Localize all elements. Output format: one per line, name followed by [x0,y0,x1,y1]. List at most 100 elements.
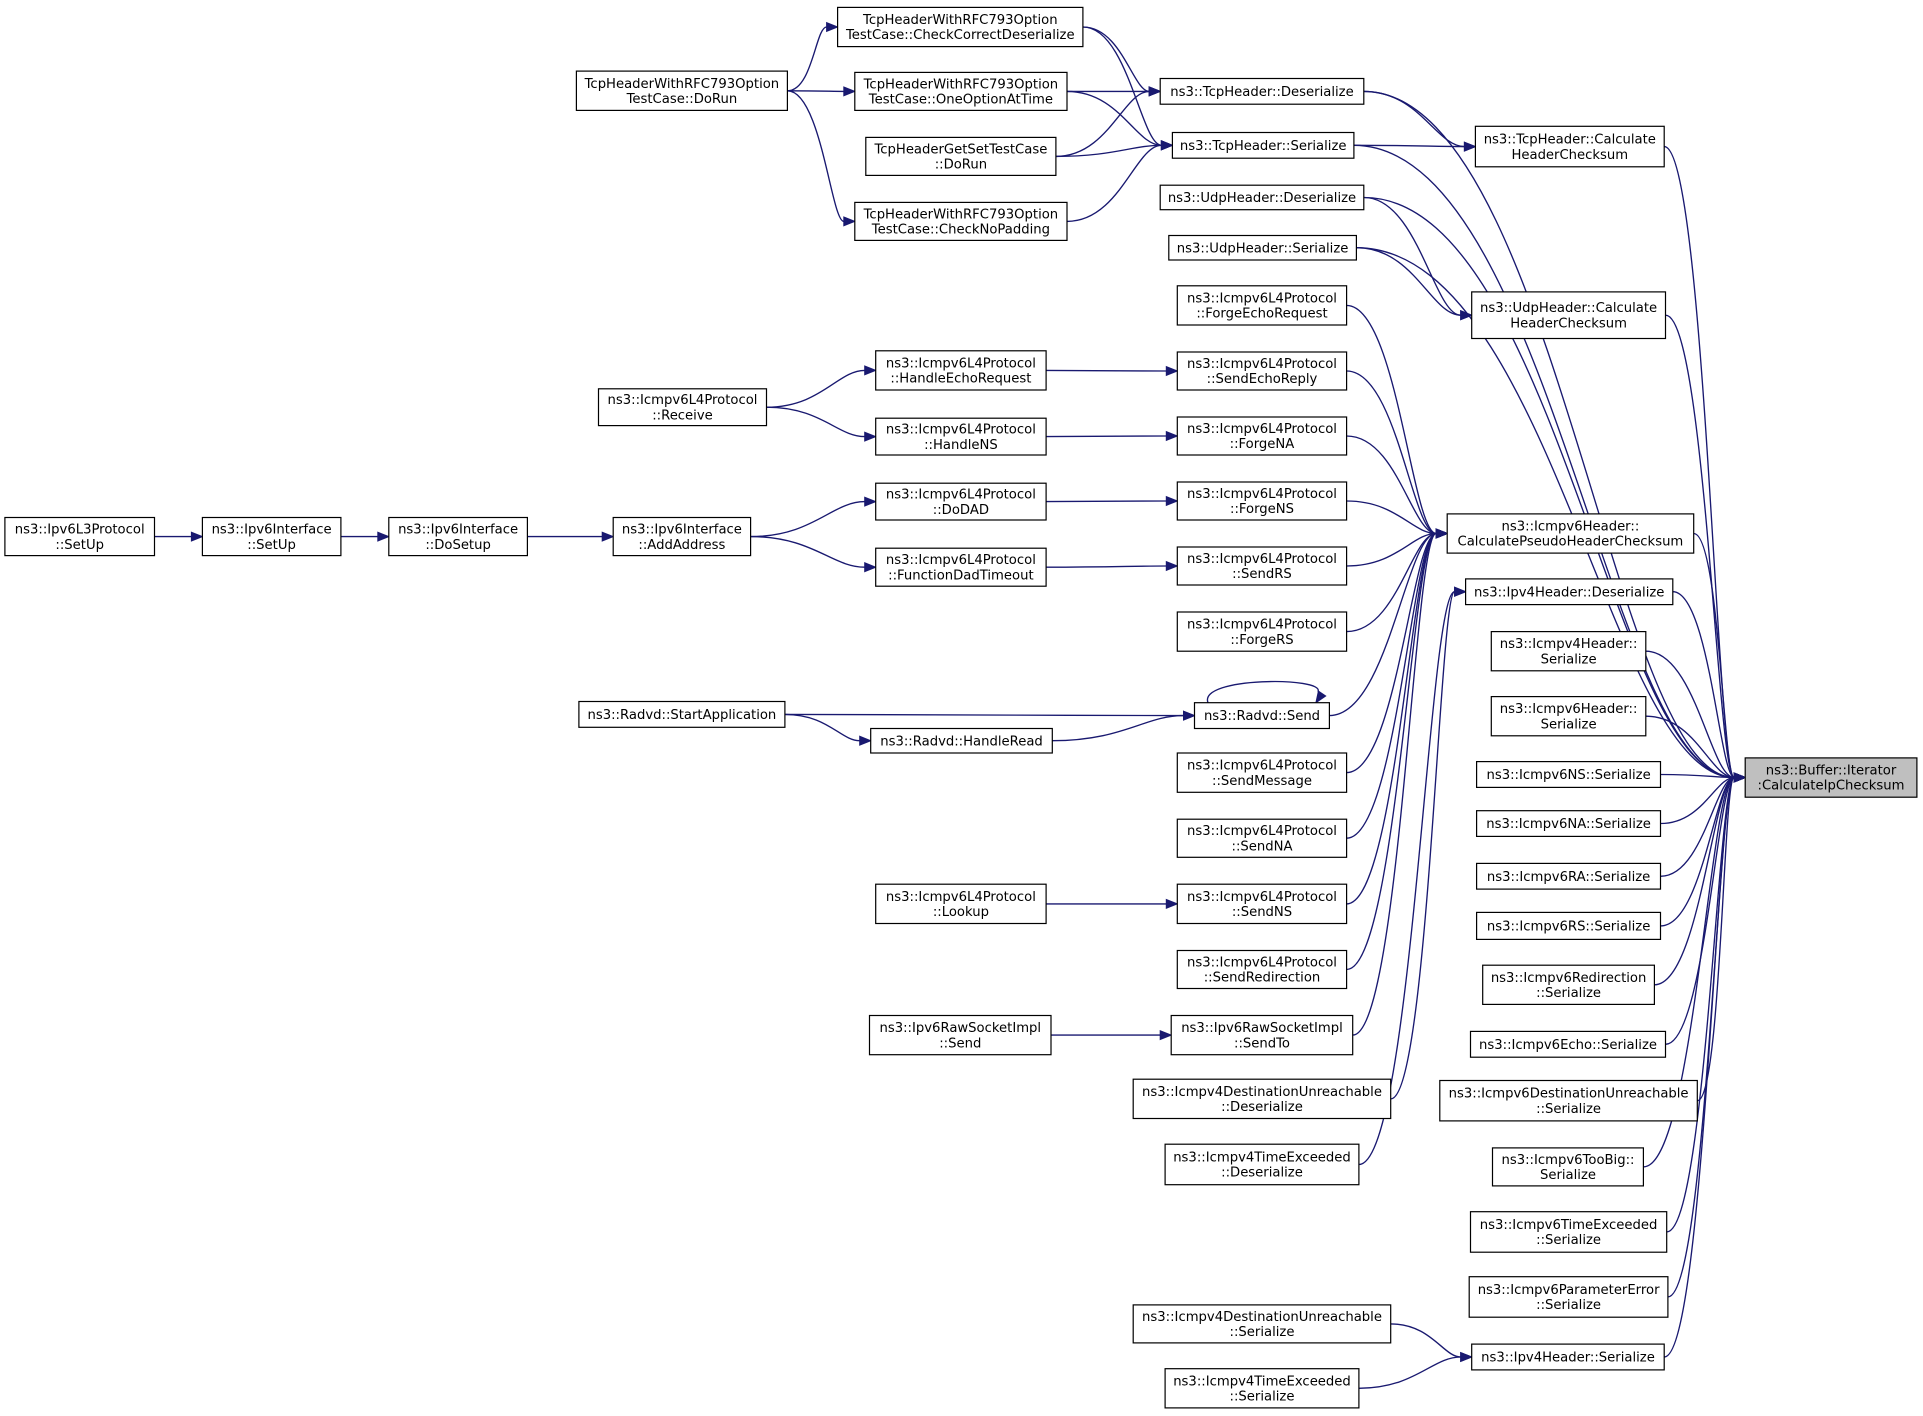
node-radvd-start[interactable]: ns3::Radvd::StartApplication [578,700,786,728]
node-l3-setup[interactable]: ns3::Ipv6L3Protocol::SetUp [4,516,156,557]
node-label: ns3::Radvd::StartApplication [588,708,777,723]
node-box [875,883,1047,925]
edge-udp-deser-to-udp-calc [1363,196,1474,321]
node-send-echo[interactable]: ns3::Icmpv6L4Protocol::SendEchoReply [1176,351,1348,391]
node-label: ::Send [939,1036,981,1051]
node-echo-ser[interactable]: ns3::Icmpv6Echo::Serialize [1469,1030,1667,1058]
node-box [1474,125,1665,168]
node-if-dosetup[interactable]: ns3::Ipv6Interface::DoSetup [388,516,528,557]
node-label: ns3::Icmpv6L4Protocol [1187,552,1337,567]
node-label: ns3::Icmpv6RA::Serialize [1487,870,1650,885]
node-dadtimeout[interactable]: ns3::Icmpv6L4Protocol::FunctionDadTimeou… [875,547,1047,587]
node-forge-rs[interactable]: ns3::Icmpv6L4Protocol::ForgeRS [1176,611,1348,652]
node-icmp4-te-deser[interactable]: ns3::Icmpv4TimeExceeded::Deserialize [1164,1143,1360,1186]
edge-forge-na-to-icmp6-pseudo [1346,435,1449,539]
edge-send-msg-to-icmp6-pseudo [1346,528,1449,774]
node-label: ::HandleNS [924,438,998,453]
node-tcp-ser[interactable]: ns3::TcpHeader::Serialize [1171,131,1355,159]
node-radvd-read[interactable]: ns3::Radvd::HandleRead [870,727,1053,754]
edge-radvd-read-to-radvd-send [1052,710,1196,742]
node-send-msg[interactable]: ns3::Icmpv6L4Protocol::SendMessage [1176,752,1348,793]
edge-redir-ser-to-target [1654,772,1747,986]
node-label: ns3::Buffer::Iterator [1766,764,1897,779]
node-icmp4-te-ser[interactable]: ns3::Icmpv4TimeExceeded::Serialize [1164,1368,1360,1409]
node-box [597,388,768,427]
node-icmpv6h-ser[interactable]: ns3::Icmpv6Header::Serialize [1490,695,1647,737]
node-box [1176,611,1348,652]
node-box [1176,351,1348,391]
node-forge-ns[interactable]: ns3::Icmpv6L4Protocol::ForgeNS [1176,481,1348,521]
node-if-addaddr[interactable]: ns3::Ipv6Interface::AddAddress [612,516,752,557]
node-forge-na[interactable]: ns3::Icmpv6L4Protocol::ForgeNA [1176,416,1348,456]
edge-tcp-dorun-rfc-to-tcp-checkcorrect [787,21,839,92]
edge-tcp-calc-to-target [1663,145,1747,783]
edge-rs-ser-to-target [1660,772,1747,927]
node-label: ::ForgeNA [1230,437,1295,452]
node-icmp6-pseudo[interactable]: ns3::Icmpv6Header::CalculatePseudoHeader… [1446,513,1695,554]
node-lookup[interactable]: ns3::Icmpv6L4Protocol::Lookup [875,883,1047,925]
node-label: TcpHeaderWithRFC793Option [584,77,780,92]
node-param-ser[interactable]: ns3::Icmpv6ParameterError::Serialize [1468,1276,1669,1318]
node-label: ns3::Icmpv6Header:: [1500,702,1638,717]
node-label: ::Serialize [1536,1102,1601,1117]
node-label: TestCase::DoRun [626,92,738,107]
edge-tcp-nopad-to-tcp-ser [1066,140,1174,223]
node-box [1490,695,1647,737]
node-tcp-getset[interactable]: TcpHeaderGetSetTestCase::DoRun [865,136,1057,176]
node-label: ::Serialize [1230,1390,1295,1405]
node-tcp-deser[interactable]: ns3::TcpHeader::Deserialize [1159,77,1365,105]
node-receive[interactable]: ns3::Icmpv6L4Protocol::Receive [597,388,768,427]
node-box [578,700,786,728]
node-target[interactable]: ns3::Buffer::Iterator:CalculateIpChecksu… [1744,757,1918,798]
node-send-ns[interactable]: ns3::Icmpv6L4Protocol::SendNS [1176,883,1348,925]
node-icmp4-du-deser[interactable]: ns3::Icmpv4DestinationUnreachable::Deser… [1132,1078,1392,1120]
node-icmp6-du-ser[interactable]: ns3::Icmpv6DestinationUnreachable::Seria… [1439,1079,1698,1122]
node-label: ns3::Ipv4Header::Deserialize [1474,585,1664,600]
node-label: ns3::Icmpv4DestinationUnreachable [1142,1085,1382,1100]
node-radvd-send[interactable]: ns3::Radvd::Send [1193,702,1330,730]
node-udp-deser[interactable]: ns3::UdpHeader::Deserialize [1159,184,1365,211]
node-box [1475,810,1662,838]
node-label: ns3::UdpHeader::Serialize [1177,241,1349,256]
node-redir-ser[interactable]: ns3::Icmpv6Redirection::Serialize [1482,964,1655,1006]
node-box [875,417,1047,456]
node-box [1469,1211,1668,1253]
edge-ipv4-ser-to-target [1663,772,1747,1358]
node-send-na[interactable]: ns3::Icmpv6L4Protocol::SendNA [1176,818,1348,858]
node-dodad[interactable]: ns3::Icmpv6L4Protocol::DoDAD [875,482,1047,521]
node-rs-ser[interactable]: ns3::Icmpv6RS::Serialize [1475,911,1662,941]
edge-dadtimeout-to-send-rs [1046,560,1179,572]
node-toobig-ser[interactable]: ns3::Icmpv6TooBig::Serialize [1491,1147,1644,1187]
node-if-setup[interactable]: ns3::Ipv6Interface::SetUp [201,516,342,557]
node-ns-ser[interactable]: ns3::Icmpv6NS::Serialize [1475,760,1662,788]
node-ipv4-deser[interactable]: ns3::Ipv4Header::Deserialize [1464,578,1674,606]
node-label: ns3::Icmpv6L4Protocol [1187,956,1337,971]
node-box [1471,291,1667,340]
node-tcp-nopad[interactable]: TcpHeaderWithRFC793OptionTestCase::Check… [854,201,1068,241]
node-tcp-oneoption[interactable]: TcpHeaderWithRFC793OptionTestCase::OneOp… [854,71,1068,112]
node-ra-ser[interactable]: ns3::Icmpv6RA::Serialize [1475,862,1662,890]
edge-radvd-start-to-radvd-send [784,710,1196,721]
node-label: ::Deserialize [1221,1100,1303,1115]
edge-if-addaddr-to-dodad [750,496,878,538]
node-raw-send[interactable]: ns3::Ipv6RawSocketImpl::Send [868,1014,1052,1056]
node-udp-ser[interactable]: ns3::UdpHeader::Serialize [1168,234,1358,261]
node-send-redir[interactable]: ns3::Icmpv6L4Protocol::SendRedirection [1176,949,1348,990]
node-handle-echo[interactable]: ns3::Icmpv6L4Protocol::HandleEchoRequest [875,350,1047,391]
node-icmpv4-ser[interactable]: ns3::Icmpv4Header::Serialize [1490,630,1647,672]
node-label: ::SendTo [1234,1036,1290,1051]
node-label: ns3::Icmpv6L4Protocol [1187,824,1337,839]
node-label: ns3::TcpHeader::Serialize [1180,139,1347,154]
node-send-rs[interactable]: ns3::Icmpv6L4Protocol::SendRS [1176,546,1348,586]
node-icmp6-te-ser[interactable]: ns3::Icmpv6TimeExceeded::Serialize [1469,1211,1668,1253]
node-raw-sendto[interactable]: ns3::Ipv6RawSocketImpl::SendTo [1170,1014,1354,1056]
node-handle-ns[interactable]: ns3::Icmpv6L4Protocol::HandleNS [875,417,1047,456]
node-tcp-checkcorrect[interactable]: TcpHeaderWithRFC793OptionTestCase::Check… [836,6,1084,48]
node-icmp4-du-ser[interactable]: ns3::Icmpv4DestinationUnreachable::Seria… [1132,1304,1392,1344]
node-na-ser[interactable]: ns3::Icmpv6NA::Serialize [1475,810,1662,838]
node-forge-echo[interactable]: ns3::Icmpv6L4Protocol::ForgeEchoRequest [1176,285,1348,326]
node-ipv4-ser[interactable]: ns3::Ipv4Header::Serialize [1471,1343,1665,1371]
